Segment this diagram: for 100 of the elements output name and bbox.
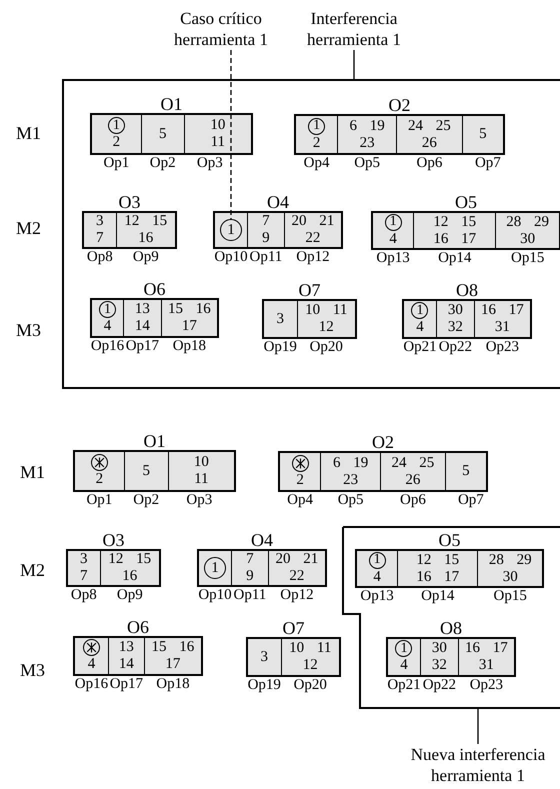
cell-number: 4	[389, 230, 397, 248]
operation-label: Op14	[438, 250, 472, 267]
circled-number: 1	[411, 302, 428, 319]
operation-label: Op1	[86, 492, 112, 509]
machine-label: M2	[20, 560, 46, 580]
cell-number: 14	[134, 318, 150, 335]
cell-number: 12	[302, 657, 318, 674]
interference-region	[342, 526, 560, 709]
cell-number: 24 25	[392, 454, 434, 472]
cell-number: 16	[122, 568, 138, 585]
cell-number: 26	[422, 134, 437, 152]
cross-mark	[86, 642, 97, 653]
circled-number: 1	[384, 214, 402, 230]
cell-number: 2	[296, 472, 304, 488]
cell-number: 32	[448, 319, 463, 336]
cell-number: 16 17	[433, 230, 476, 248]
cell-number: 16	[138, 230, 154, 247]
order-label: O2	[388, 95, 410, 115]
cell-number: 7	[262, 213, 270, 230]
operation-label: Op22	[438, 339, 472, 356]
cell-number: 2	[112, 134, 120, 151]
order-label: O4	[267, 192, 289, 212]
cell-number: 10	[210, 117, 226, 134]
operation-label: Op23	[486, 339, 520, 356]
order-label: O7	[282, 618, 304, 638]
operation-label: Op18	[172, 338, 206, 355]
cross-mark	[94, 457, 105, 468]
order-label: O5	[455, 192, 477, 212]
cross-mark	[294, 458, 306, 468]
leader-line	[353, 50, 355, 79]
operation-label: Op9	[132, 249, 159, 266]
operation-label: Op10	[214, 249, 248, 266]
operation-label: Op13	[376, 250, 410, 267]
cell-number: 23	[360, 134, 375, 152]
machine-label: M2	[16, 218, 42, 238]
operation-label: Op12	[296, 249, 330, 266]
operation-label: Op12	[280, 587, 314, 604]
order-label: O3	[118, 192, 140, 212]
operation-label: Op17	[126, 338, 160, 355]
cell-number: 30	[448, 302, 463, 319]
cell-number: 26	[405, 472, 420, 488]
cell-number: 4	[104, 318, 112, 335]
operation-label: Op15	[494, 588, 527, 605]
machine-label: M1	[16, 123, 42, 143]
operation-label: Op18	[156, 676, 190, 693]
cell-number: 7	[246, 551, 254, 568]
cell-number: 9	[262, 230, 270, 247]
cell-number: 2	[96, 471, 104, 488]
operation-label: Op15	[511, 250, 544, 267]
circled-number: 1	[308, 118, 326, 134]
leader-line	[477, 709, 479, 744]
circled-number: 1	[368, 552, 386, 568]
annotation: Interferencia herramienta 1	[294, 8, 414, 50]
operation-label: Op7	[474, 155, 501, 172]
interference-region	[62, 79, 560, 389]
operation-label: Op19	[264, 339, 297, 356]
circled-number: 1	[108, 117, 125, 134]
cell-number: 10	[194, 454, 209, 471]
operation-label: Op2	[133, 492, 160, 509]
cell-number: 30	[502, 568, 518, 586]
cell-number: 5	[158, 126, 166, 142]
operation-label: Op11	[250, 249, 282, 266]
order-label: O8	[456, 280, 478, 300]
circled-number: 1	[204, 557, 226, 579]
annotation: Nueva interferencia herramienta 1	[402, 744, 554, 786]
circle-mark	[292, 454, 309, 472]
cell-number: 12	[318, 319, 334, 336]
cell-number: 20 21	[276, 551, 318, 568]
operation-label: Op10	[198, 587, 232, 604]
cell-number: 6 19	[349, 118, 385, 134]
cell-number: 3	[96, 213, 104, 230]
cell-number: 16 17	[465, 640, 508, 657]
cell-number: 14	[118, 656, 134, 673]
cell-number: 10 11	[305, 302, 348, 319]
operation-label: Op20	[294, 677, 327, 694]
cell-number: 17	[165, 656, 180, 673]
cell-number: 6 19	[333, 454, 368, 472]
machine-label: M3	[20, 660, 46, 680]
circled-number: 1	[98, 301, 116, 318]
operation-label: Op4	[304, 155, 330, 172]
cell-number: 16 17	[416, 568, 460, 586]
operation-label: Op6	[400, 492, 426, 509]
cell-number: 13	[118, 639, 134, 656]
operation-label: Op5	[354, 155, 380, 172]
cell-number: 13	[134, 301, 150, 318]
cell-number: 11	[210, 134, 226, 151]
order-label: O1	[160, 94, 182, 114]
operation-label: Op14	[421, 588, 454, 605]
cell-number: 12 15	[416, 552, 460, 568]
cell-number: 9	[246, 568, 254, 585]
cell-number: 12 15	[433, 214, 476, 230]
circle-mark	[90, 454, 108, 471]
machine-label: M3	[16, 320, 42, 340]
operation-label: Op23	[470, 677, 504, 694]
cell-number: 5	[479, 126, 487, 143]
cell-number: 3	[80, 551, 88, 568]
order-label: O6	[127, 617, 149, 637]
operation-label: Op3	[186, 492, 212, 509]
cell-number: 15 16	[152, 639, 194, 656]
cell-number: 23	[343, 472, 358, 488]
